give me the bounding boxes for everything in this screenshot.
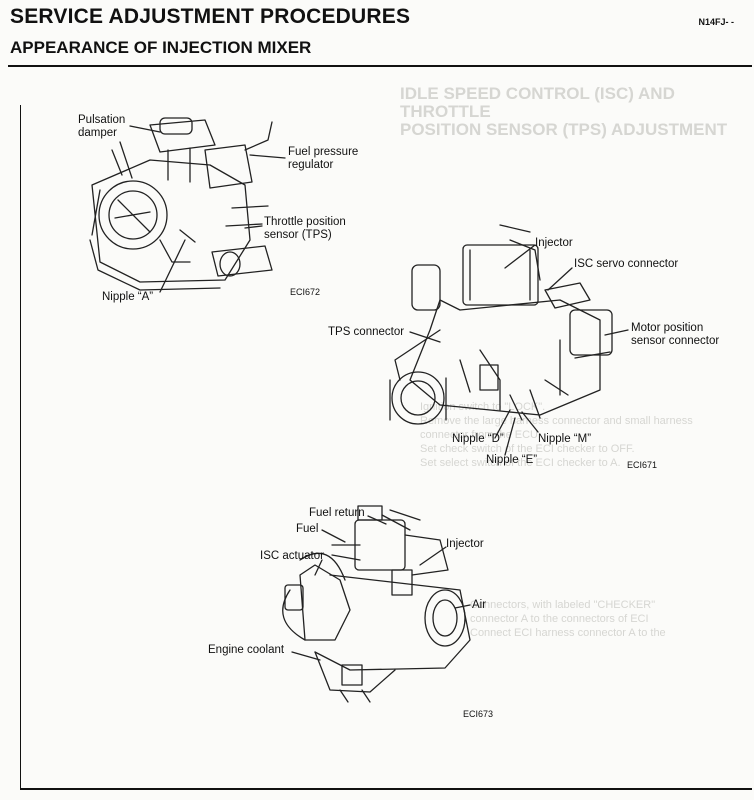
leader-injector-3 bbox=[419, 546, 447, 566]
label-nipple-a: Nipple “A” bbox=[102, 291, 154, 303]
label-injector-3: Injector bbox=[446, 538, 484, 550]
left-margin-rule bbox=[20, 105, 21, 788]
leader-tps bbox=[244, 225, 263, 229]
figure1-drawing bbox=[89, 117, 273, 291]
figure1-caption: ECI672 bbox=[290, 287, 321, 297]
header-rule bbox=[8, 65, 752, 67]
label-tps-connector: TPS connector bbox=[328, 326, 405, 338]
bleed-through-text: Connectors, with labeled "CHECKER"connec… bbox=[470, 599, 666, 639]
leader-nipple-e bbox=[504, 417, 516, 456]
figure3-drawing bbox=[282, 505, 471, 703]
section-title: APPEARANCE OF INJECTION MIXER bbox=[10, 38, 312, 57]
leader-fuel bbox=[321, 529, 346, 543]
leader-tps-connector bbox=[409, 331, 441, 343]
label-pulsation-damper: Pulsation damper bbox=[78, 114, 126, 139]
leader-nipple-d bbox=[494, 409, 511, 439]
leader-injector bbox=[504, 244, 536, 269]
label-fuel-pressure-regulator: Fuel pressure regulator bbox=[288, 146, 359, 171]
figure2-drawing bbox=[389, 224, 613, 425]
leader-nipple-a bbox=[159, 239, 186, 293]
label-nipple-d: Nipple “D” bbox=[452, 433, 504, 445]
page-code: N14FJ- - bbox=[698, 17, 734, 27]
label-engine-coolant: Engine coolant bbox=[208, 644, 285, 656]
leader-engine-coolant bbox=[291, 651, 321, 661]
bleed-through-text: Ignition switch to "LOCK".Remove the lar… bbox=[420, 401, 693, 469]
leader-motor-position-sensor bbox=[604, 329, 629, 336]
label-nipple-e: Nipple “E” bbox=[486, 454, 538, 466]
leader-isc-servo-connector bbox=[547, 267, 573, 291]
figure3-caption: ECI673 bbox=[463, 709, 494, 719]
label-fuel: Fuel bbox=[296, 523, 319, 535]
label-motor-position-sensor-connector: Motor position sensor connector bbox=[631, 322, 720, 347]
leader-pulsation-damper bbox=[129, 125, 161, 133]
label-throttle-position-sensor: Throttle position sensor (TPS) bbox=[264, 216, 346, 241]
leader-nipple-m bbox=[521, 411, 539, 433]
page-title: SERVICE ADJUSTMENT PROCEDURES bbox=[10, 5, 411, 28]
bottom-rule bbox=[20, 788, 752, 790]
label-isc-actuator: ISC actuator bbox=[260, 550, 324, 562]
label-injector: Injector bbox=[535, 237, 573, 249]
label-fuel-return: Fuel return bbox=[309, 507, 365, 519]
label-air: Air bbox=[472, 599, 487, 611]
leader-air bbox=[454, 604, 471, 609]
label-isc-servo-connector: ISC servo connector bbox=[574, 258, 679, 270]
leader-fuel-pressure-regulator bbox=[249, 154, 286, 159]
leader-fuel-return bbox=[367, 515, 387, 525]
label-nipple-m: Nipple “M” bbox=[538, 433, 592, 445]
figure2-caption: ECI671 bbox=[627, 460, 658, 470]
leader-isc-actuator bbox=[314, 559, 323, 576]
